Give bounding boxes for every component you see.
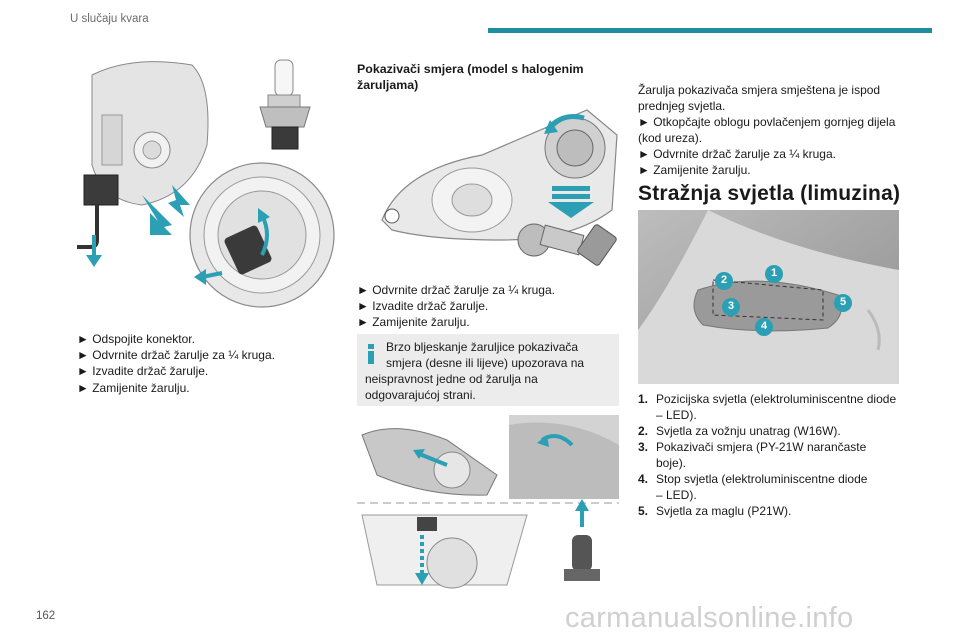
- callout-1: 1: [770, 267, 778, 279]
- watermark: carmanualsonline.info: [565, 602, 854, 634]
- section-title-rear-lamps: Stražnja svjetla (limuzina): [638, 182, 901, 205]
- rear-lamp-legend: 1.Pozicijska svjetla (elektroluminiscent…: [638, 391, 933, 519]
- rear-lamp-illustration: 1 2 3 4 5: [638, 210, 899, 384]
- step-1: ► Odvrnite držač žarulje za ¼ kruga.: [357, 283, 555, 297]
- indicator-removal-illustration: [357, 415, 619, 595]
- legend-item-3: 3.Pokazivači smjera (PY-21W narančaste: [638, 440, 867, 454]
- step-3: ► Zamijenite žarulju.: [357, 315, 470, 330]
- callout-4: 4: [760, 320, 768, 332]
- legend-item-5: 5.Svjetla za maglu (P21W).: [638, 504, 792, 518]
- headlamp-illustration: [372, 100, 620, 278]
- header-accent-bar: [488, 28, 932, 33]
- callout-3: 3: [727, 300, 735, 312]
- running-header: U slučaju kvara: [70, 13, 149, 25]
- indicator-intro: Žarulja pokazivača smjera smještena je i…: [638, 83, 896, 177]
- legend-item-4: 4.Stop svjetla (elektroluminiscentne dio…: [638, 472, 868, 486]
- info-icon: [368, 344, 374, 364]
- step-1: ► Odspojite konektor.: [77, 332, 195, 346]
- fog-lamp-illustration: [72, 55, 342, 315]
- step-4: ► Zamijenite žarulju.: [77, 380, 190, 395]
- info-note: Brzo bljeskanje žaruljice pokazivača smj…: [357, 334, 619, 406]
- indicator-steps: ► Odvrnite držač žarulje za ¼ kruga. ► I…: [357, 282, 627, 331]
- step-3: ► Izvadite držač žarulje.: [77, 364, 209, 379]
- callout-5: 5: [839, 296, 847, 308]
- legend-item-2: 2.Svjetla za vožnju unatrag (W16W).: [638, 424, 841, 438]
- step-2: ► Izvadite držač žarulje.: [357, 299, 489, 314]
- callout-2: 2: [720, 274, 728, 286]
- section-heading-indicators: Pokazivači smjera (model s halogenim žar…: [357, 62, 584, 92]
- step-2: ► Odvrnite držač žarulje za ¼ kruga.: [77, 348, 275, 363]
- page-number: 162: [36, 610, 56, 622]
- legend-item-1: 1.Pozicijska svjetla (elektroluminiscent…: [638, 392, 897, 406]
- fog-lamp-steps: ► Odspojite konektor. ► Odvrnite držač ž…: [77, 331, 347, 396]
